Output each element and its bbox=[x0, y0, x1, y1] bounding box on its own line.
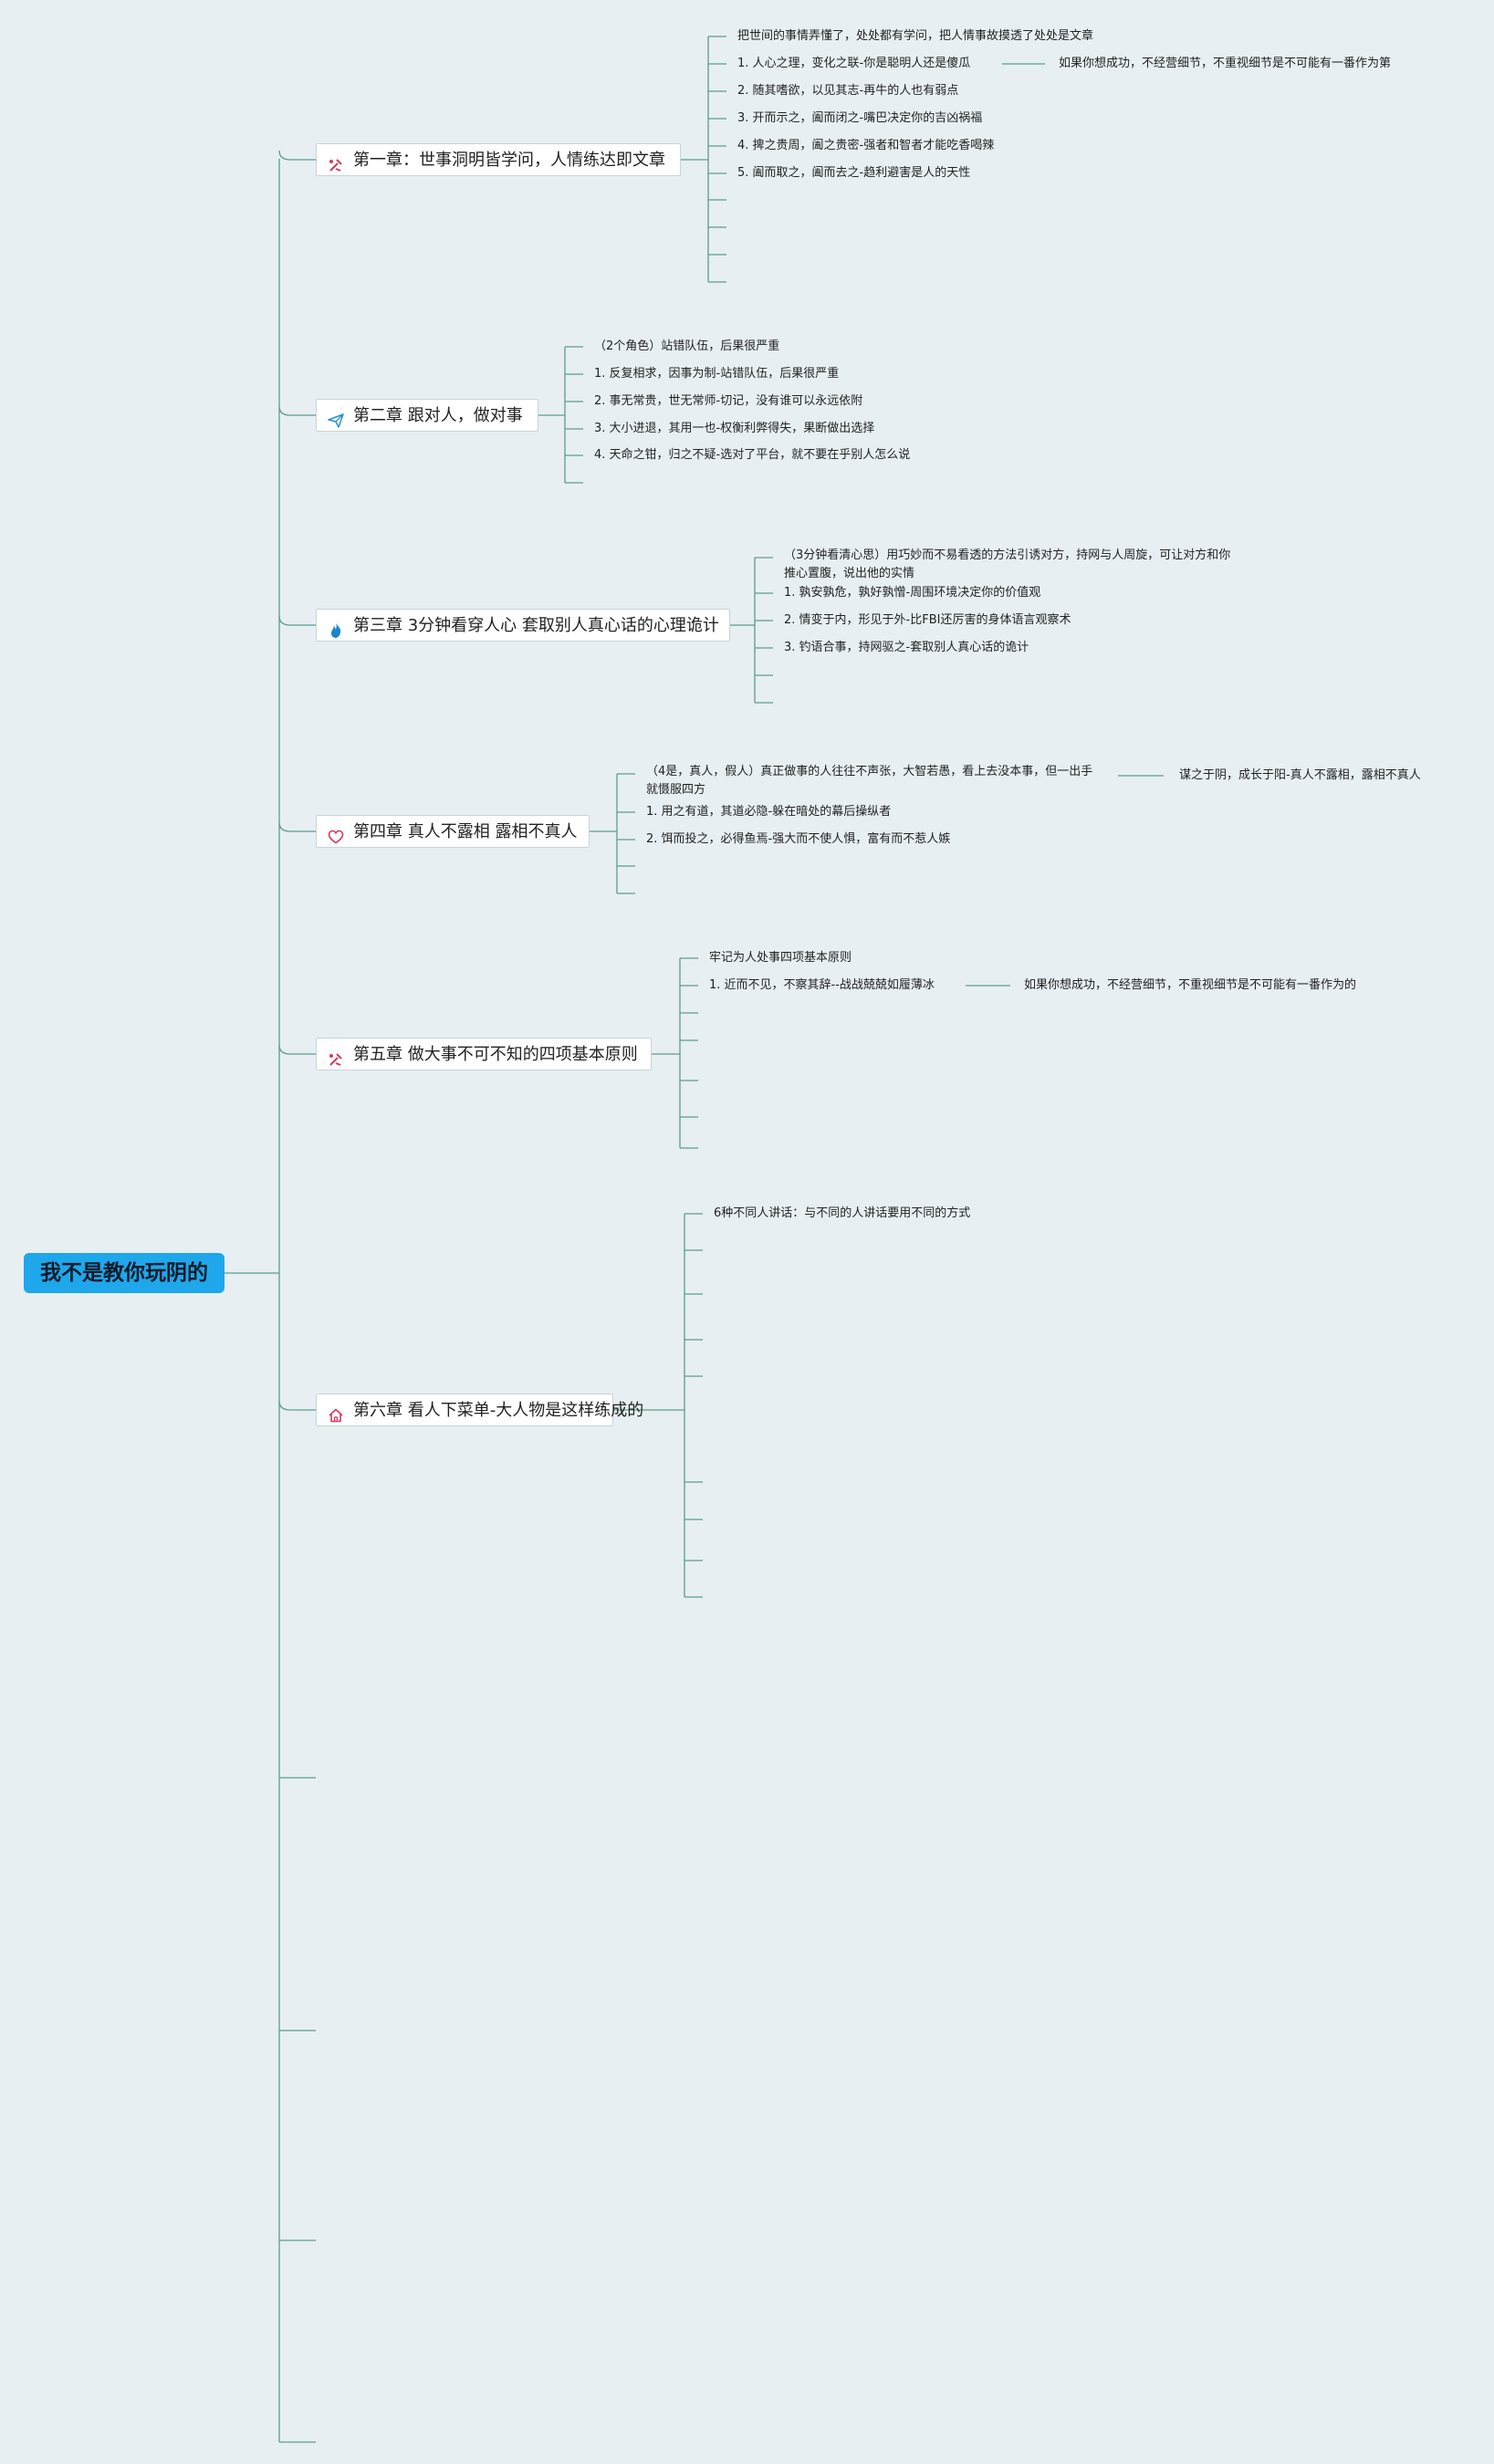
topic-item[interactable]: 2. 事无常贵，世无常师-切记，没有谁可以永远依附 bbox=[594, 394, 863, 408]
topic-item[interactable]: （3分钟看清心思）用巧妙而不易看透的方法引诱对方，持网与人周旋，可让对方和你推心… bbox=[784, 548, 1231, 580]
topic-item[interactable]: 牢记为人处事四项基本原则 bbox=[709, 951, 852, 965]
home-icon bbox=[328, 1403, 344, 1423]
topic-item[interactable]: 1. 反复相求，因事为制-站错队伍，后果很严重 bbox=[594, 367, 840, 381]
connector-curve bbox=[278, 1044, 316, 1055]
topic-item[interactable]: 5. 阖而取之，阖而去之-趋利避害是人的天性 bbox=[737, 166, 971, 180]
chapter-label: 第二章 跟对人，做对事 bbox=[353, 406, 523, 425]
topic-item[interactable]: 1. 孰安孰危，孰好孰憎-周围环境决定你的价值观 bbox=[784, 586, 1041, 600]
topic-item[interactable]: 1. 人心之理，变化之联-你是聪明人还是傻瓜 bbox=[737, 57, 971, 70]
connector-curve bbox=[278, 1400, 316, 1411]
chapter-label: 第四章 真人不露相 露相不真人 bbox=[353, 822, 578, 841]
topic-item[interactable]: 4. 捭之贵周，阖之贵密-强者和智者才能吃香喝辣 bbox=[737, 139, 995, 152]
connector-curve bbox=[278, 150, 316, 161]
chapter-node[interactable]: 第一章：世事洞明皆学问，人情练达即文章 bbox=[316, 143, 681, 176]
connector-curve bbox=[278, 405, 316, 416]
paper-plane-icon bbox=[328, 408, 344, 428]
tools-icon bbox=[328, 152, 344, 172]
fire-icon bbox=[328, 618, 344, 638]
root-node[interactable]: 我不是教你玩阴的 bbox=[24, 1253, 225, 1293]
topic-item[interactable]: 1. 近而不见，不察其辞--战战兢兢如履薄冰 bbox=[709, 978, 935, 992]
topic-item[interactable]: 4. 天命之钳，归之不疑-选对了平台，就不要在乎别人怎么说 bbox=[594, 448, 911, 462]
sub-topic-item[interactable]: 如果你想成功，不经营细节，不重视细节是不可能有一番作为的 bbox=[1024, 978, 1357, 992]
topic-item[interactable]: 2. 随其嗜欲，以见其志-再牛的人也有弱点 bbox=[737, 84, 959, 98]
topic-item[interactable]: 3. 开而示之，阖而闭之-嘴巴决定你的吉凶祸福 bbox=[737, 111, 983, 125]
topic-item[interactable]: 1. 用之有道，其道必隐-躲在暗处的幕后操纵者 bbox=[646, 805, 892, 819]
connector-curve bbox=[278, 821, 316, 832]
topic-item[interactable]: （4是，真人，假人）真正做事的人往往不声张，大智若愚，看上去没本事，但一出手就慑… bbox=[646, 765, 1093, 797]
tools-icon bbox=[328, 1047, 344, 1066]
chapter-node[interactable]: 第六章 看人下菜单-大人物是这样练成的 bbox=[316, 1394, 643, 1426]
chapter-label: 第一章：世事洞明皆学问，人情练达即文章 bbox=[353, 151, 665, 170]
chapter-node[interactable]: 第二章 跟对人，做对事 bbox=[316, 399, 538, 432]
topic-item[interactable]: （2个角色）站错队伍，后果很严重 bbox=[594, 339, 780, 353]
chapter-node[interactable]: 第四章 真人不露相 露相不真人 bbox=[316, 815, 590, 848]
topic-item[interactable]: 6种不同人讲话：与不同的人讲话要用不同的方式 bbox=[714, 1206, 971, 1220]
chapter-node[interactable]: 第五章 做大事不可不知的四项基本原则 bbox=[316, 1038, 652, 1070]
sub-topic-item[interactable]: 谋之于阴，成长于阳-真人不露相，露相不真人 bbox=[1179, 768, 1421, 782]
topic-item[interactable]: 2. 情变于内，形见于外-比FBI还厉害的身体语言观察术 bbox=[784, 613, 1071, 627]
topic-item[interactable]: 3. 钓语合事，持网驱之-套取别人真心话的诡计 bbox=[784, 641, 1029, 654]
chapter-label: 第五章 做大事不可不知的四项基本原则 bbox=[353, 1045, 638, 1064]
connector-curve bbox=[278, 615, 316, 626]
chapter-label: 第三章 3分钟看穿人心 套取别人真心话的心理诡计 bbox=[353, 616, 719, 635]
chapter-label: 第六章 看人下菜单-大人物是这样练成的 bbox=[353, 1401, 644, 1420]
topic-item[interactable]: 把世间的事情弄懂了，处处都有学问，把人情事故摸透了处处是文章 bbox=[737, 29, 1094, 43]
topic-item[interactable]: 2. 饵而投之，必得鱼焉-强大而不使人惧，富有而不惹人嫉 bbox=[646, 832, 951, 846]
sub-topic-item[interactable]: 如果你想成功，不经营细节，不重视细节是不可能有一番作为第 bbox=[1059, 57, 1392, 70]
topic-item[interactable]: 3. 大小进退，其用一也-权衡利弊得失，果断做出选择 bbox=[594, 422, 875, 435]
chapter-node[interactable]: 第三章 3分钟看穿人心 套取别人真心话的心理诡计 bbox=[316, 609, 730, 642]
heart-icon bbox=[328, 824, 344, 844]
